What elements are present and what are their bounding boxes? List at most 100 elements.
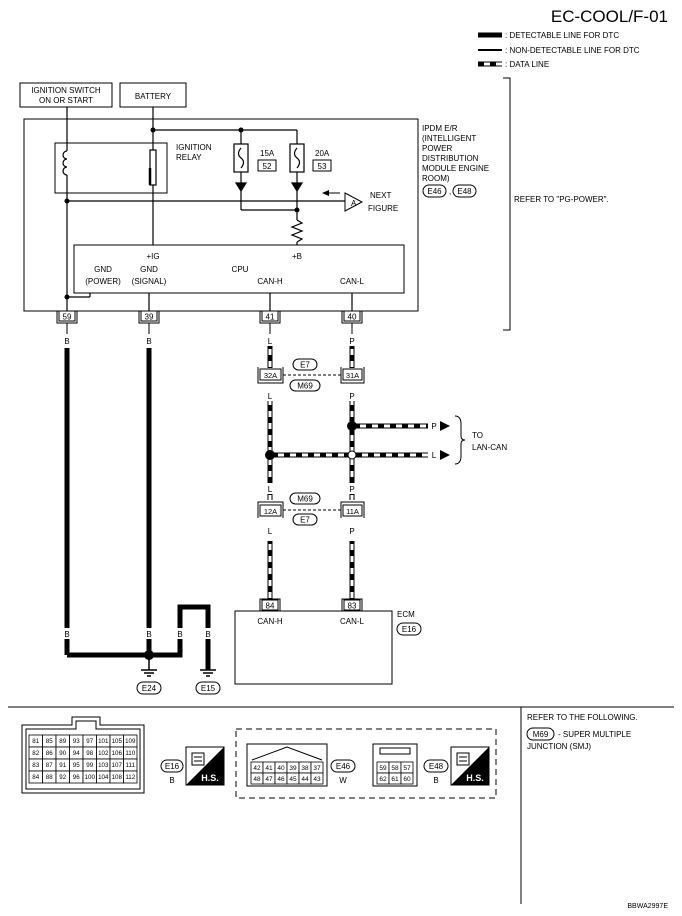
e46-pin-number: 44 xyxy=(301,776,309,783)
e46-pin-number: 45 xyxy=(289,776,297,783)
connector-e46-id: E46 xyxy=(336,762,351,771)
lan-can-label-1: TO xyxy=(472,431,483,440)
hs-badge-icon: H.S. xyxy=(450,746,490,786)
wire-color-ground: B xyxy=(64,630,69,639)
e48-pin-cell xyxy=(400,772,414,785)
resistor-icon xyxy=(290,219,304,243)
joint-lower-m69: M69 xyxy=(297,495,313,504)
e48-pin-number: 60 xyxy=(403,776,411,783)
e16-pin-number: 91 xyxy=(59,762,66,769)
lan-can-upper-color: P xyxy=(431,422,436,431)
refer-pg-power: REFER TO "PG-POWER". xyxy=(514,195,609,204)
pin-40: 40 xyxy=(348,313,357,322)
e16-pin-number: 111 xyxy=(126,762,136,769)
e16-pin-number: 108 xyxy=(112,774,123,781)
ipdm-pins: 59 39 41 40 xyxy=(56,310,363,324)
e16-pin-number: 87 xyxy=(46,762,53,769)
e16-pin-number: 92 xyxy=(59,774,66,781)
e46-pin-number: 43 xyxy=(313,776,321,783)
fuse-15a-amp: 15A xyxy=(260,149,275,158)
connector-e48-color: B xyxy=(433,776,438,785)
ipdm-box xyxy=(23,118,419,312)
cpu-gnd-signal-1: GND xyxy=(140,265,158,274)
e46-pin-number: 38 xyxy=(301,765,309,772)
e16-pin-number: 106 xyxy=(112,750,123,757)
wire-color-59: B xyxy=(64,337,69,346)
ecm-can-h: CAN-H xyxy=(257,617,283,626)
ignition-switch-label-1: IGNITION SWITCH xyxy=(31,86,101,95)
battery-box xyxy=(119,82,187,108)
cpu-can-h: CAN-H xyxy=(257,277,283,286)
e16-pin-number: 105 xyxy=(112,738,123,745)
cpu-gnd-power-2: (POWER) xyxy=(85,277,121,286)
e46-pin-number: 41 xyxy=(265,765,273,772)
e16-pin-number: 86 xyxy=(46,750,53,757)
cpu-can-l: CAN-L xyxy=(340,277,365,286)
e16-pin-cell xyxy=(123,770,138,784)
e16-pin-number: 89 xyxy=(59,738,66,745)
ecm-title: ECM xyxy=(397,610,415,619)
joint-connector-upper: 32A 31A E7 M69 xyxy=(257,358,365,392)
footnote-ref-text-1: - SUPER MULTIPLE xyxy=(558,730,631,739)
e16-pin-number: 82 xyxy=(32,750,39,757)
cpu-gnd-power-1: GND xyxy=(94,265,112,274)
ipdm-title-line: DISTRIBUTION xyxy=(422,154,479,163)
e48-pin-number: 62 xyxy=(379,776,387,783)
joint-upper-m69: M69 xyxy=(297,382,313,391)
e46-pin-number: 40 xyxy=(277,765,285,772)
cpu-ig-label: +IG xyxy=(146,252,159,261)
pin-32a: 32A xyxy=(264,371,277,380)
pin-31a: 31A xyxy=(346,371,359,380)
e16-pin-number: 96 xyxy=(73,774,80,781)
e46-pin-number: 48 xyxy=(253,776,261,783)
ipdm-title: IPDM E/R (INTELLIGENT POWER DISTRIBUTION… xyxy=(422,124,489,183)
can-splice-dot xyxy=(347,421,357,431)
ipdm-connector-badge xyxy=(422,184,447,198)
relay-coil-icon xyxy=(62,107,68,303)
connector-group-e46-e48 xyxy=(235,728,497,799)
e16-pin-number: 100 xyxy=(85,774,96,781)
footnote-ref-connector: M69 xyxy=(533,730,549,739)
e16-pin-number: 104 xyxy=(98,774,109,781)
joint-upper-e7: E7 xyxy=(300,361,310,370)
wire-color-can-l: P xyxy=(349,337,354,346)
wire-color-can-h: L xyxy=(268,527,273,536)
next-figure-text-2: FIGURE xyxy=(368,204,398,213)
e16-pin-number: 84 xyxy=(32,774,39,781)
footnote-ref-text-2: JUNCTION (SMJ) xyxy=(527,742,591,751)
can-splice-dot xyxy=(265,450,275,460)
ignition-relay-label-1: IGNITION xyxy=(176,143,212,152)
e46-pin-number: 37 xyxy=(313,765,321,772)
ipdm-connector-e48: E48 xyxy=(457,187,472,196)
e16-pin-number: 83 xyxy=(32,762,39,769)
ipdm-title-line: IPDM E/R xyxy=(422,124,458,133)
wire-color-39: B xyxy=(146,337,151,346)
hs-badge-icon: H.S. xyxy=(185,746,225,786)
footnote-heading: REFER TO THE FOLLOWING. xyxy=(527,713,638,722)
ipdm-title-line: (INTELLIGENT xyxy=(422,134,476,143)
e16-pin-number: 107 xyxy=(112,762,123,769)
relay-switch-icon xyxy=(148,107,157,245)
legend-data-label: : DATA LINE xyxy=(505,60,549,69)
joint-connector-lower: 12A 11A M69 E7 xyxy=(257,492,365,526)
cpu-title: CPU xyxy=(232,265,249,274)
e16-pin-number: 101 xyxy=(98,738,109,745)
ground-e24-label: E24 xyxy=(142,684,157,693)
next-figure-marker-letter: A xyxy=(351,199,357,208)
ignition-relay-label-2: RELAY xyxy=(176,153,202,162)
e16-pin-number: 93 xyxy=(73,738,80,745)
e16-pin-number: 81 xyxy=(32,738,39,745)
diagram-code: EC-COOL/F-01 xyxy=(551,7,668,26)
arrow-right-icon xyxy=(440,450,450,460)
wire-crossover xyxy=(347,450,357,460)
fuse-15a-number: 52 xyxy=(263,162,272,171)
wire-color-can-h: L xyxy=(268,337,273,346)
joint-lower-e7: E7 xyxy=(300,516,310,525)
ecm-pins: 84 83 xyxy=(259,598,363,611)
ecm-can-l: CAN-L xyxy=(340,617,365,626)
ipdm-title-line: ROOM) xyxy=(422,174,450,183)
